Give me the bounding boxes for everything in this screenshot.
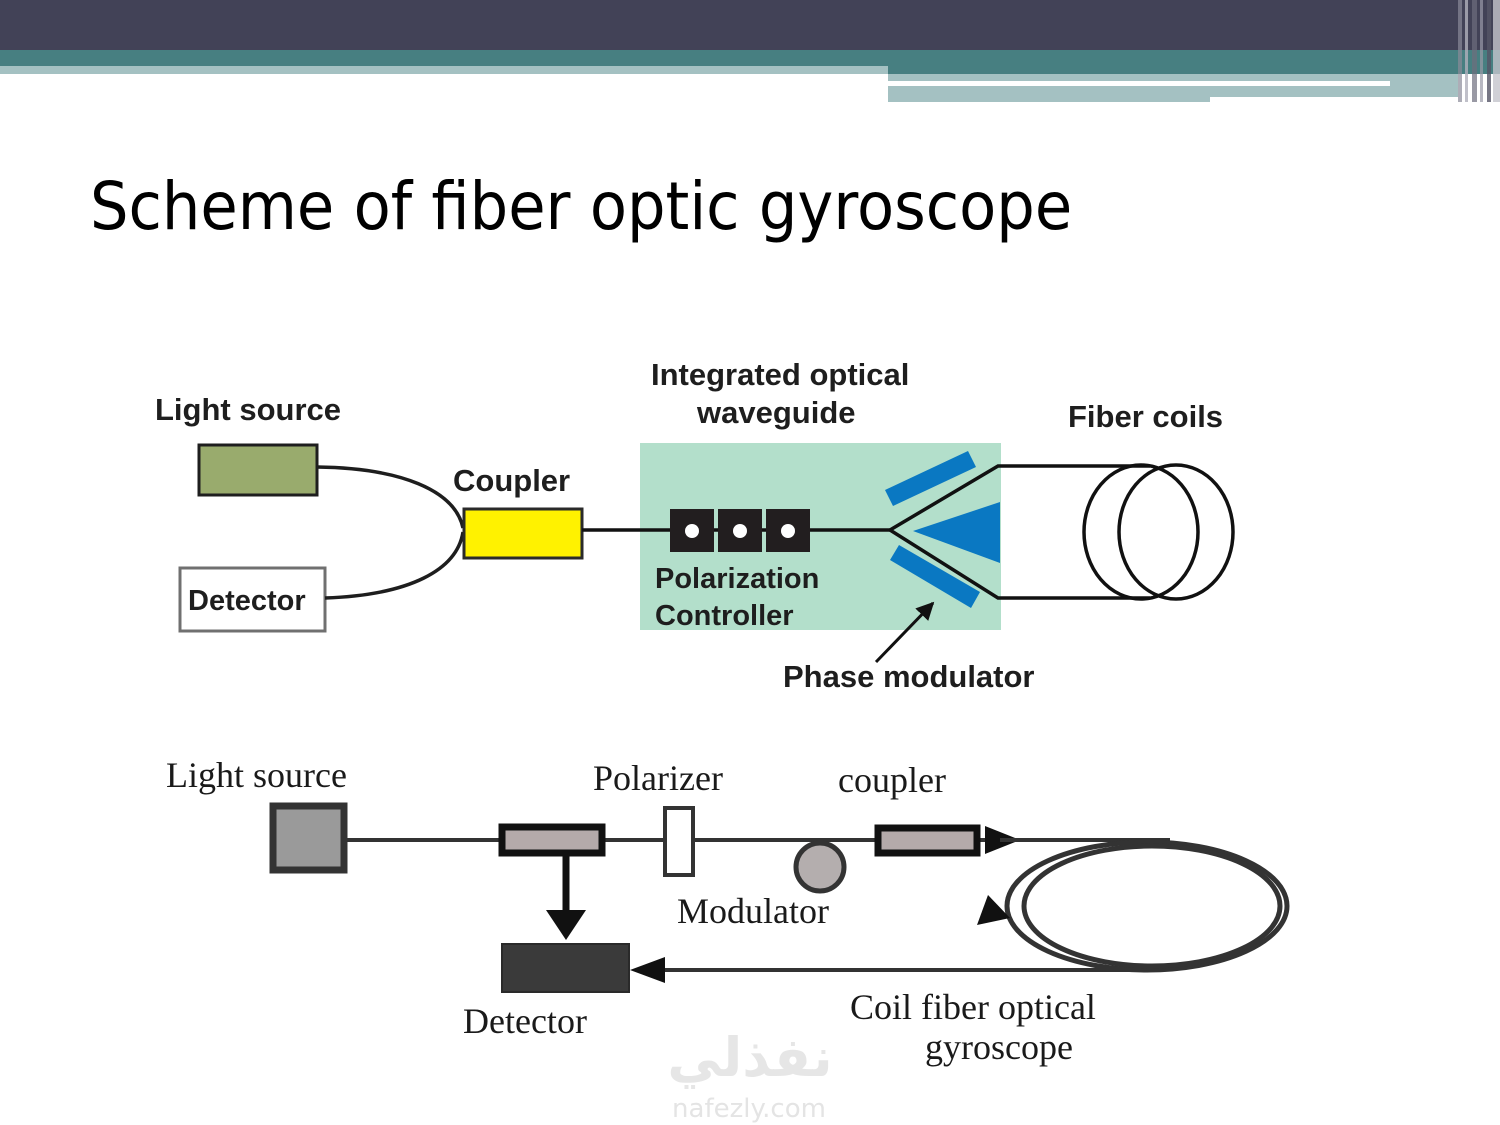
slide-title: Scheme of fiber optic gyroscope [90,168,1073,245]
bottom-detector-label: Detector [463,1001,587,1041]
top-detector-box [178,566,327,633]
watermark: نفذلي nafezly.com [667,1026,832,1124]
bottom-coupler-box [874,824,981,857]
banner-dark-band [0,0,1500,50]
top-y-branch-upper [889,464,1150,532]
bottom-light-source-box [269,802,348,874]
slide-header-banner [0,0,1500,103]
top-polarization-controller [670,509,810,552]
top-detector-label: Detector [188,585,306,617]
bottom-fiber-coil [977,839,1290,973]
top-light-source-box [197,443,319,497]
bottom-coil-label-line1: Coil fiber optical [850,987,1096,1027]
top-light-source-label: Light source [155,392,341,427]
bottom-modulator-label: Modulator [677,891,829,931]
bottom-left-arrowhead [630,957,665,983]
top-y-branch-lower [889,528,1150,600]
bottom-modulator-circle [793,840,847,894]
watermark-latin: nafezly.com [672,1094,826,1124]
top-phase-modulator-pointer [874,601,935,664]
top-waveguide-label-line2: waveguide [696,395,856,430]
watermark-arabic: نفذلي [667,1026,832,1089]
bottom-polarizer-label: Polarizer [593,758,723,798]
top-fiber-coils [1082,463,1235,601]
bottom-diagram: Light source Polarizer coupler Modulator [166,755,1290,1067]
top-fiber-detector-to-coupler [324,531,465,600]
banner-white-stripe [888,81,1390,86]
bottom-detector-box [501,943,630,993]
banner-light-band-left [0,66,888,74]
bottom-light-source-label: Light source [166,755,347,795]
top-polarization-label-line1: Polarization [655,563,819,595]
bottom-coupler-label: coupler [838,760,946,800]
bottom-splitter-box [498,823,606,857]
top-waveguide-label-line1: Integrated optical [651,357,909,392]
top-coupler-box [462,507,584,560]
top-coupler-label: Coupler [453,463,570,498]
bottom-down-arrowhead [546,910,586,940]
top-diagram: Light source Coupler Integrated optical … [155,357,1235,694]
bottom-polarizer-box [663,806,695,877]
top-fiber-coils-label: Fiber coils [1068,399,1223,434]
bottom-coil-label-line2: gyroscope [925,1027,1073,1067]
top-polarization-label-line2: Controller [655,600,794,632]
top-fiber-source-to-coupler [316,465,465,529]
bottom-coil-arrowhead [977,895,1010,925]
top-phase-modulator-label: Phase modulator [783,659,1035,694]
banner-white-notch [1210,97,1460,103]
top-phase-modulator [885,451,1000,608]
banner-edge-lines [1458,0,1500,102]
